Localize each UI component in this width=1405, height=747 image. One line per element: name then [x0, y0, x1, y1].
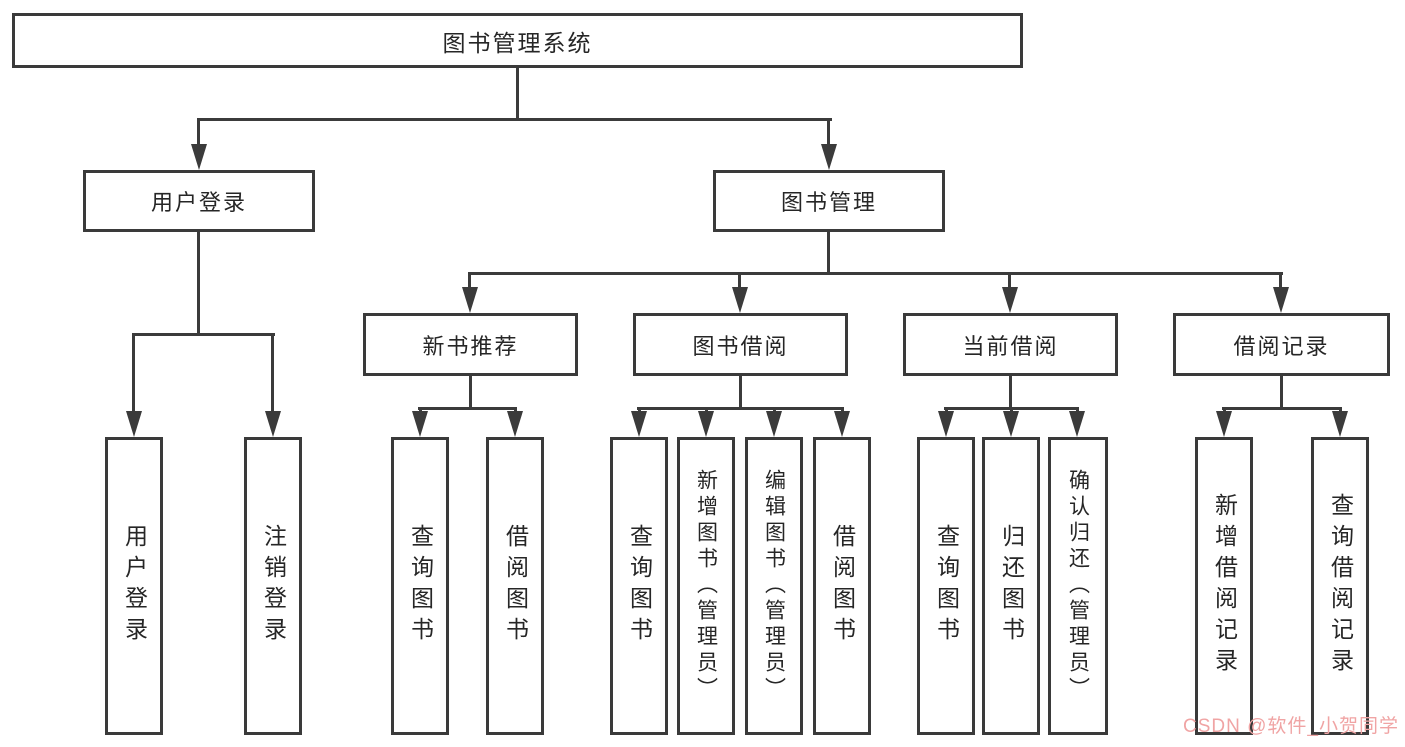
node-root-library-system: 图书管理系统 — [12, 13, 1023, 68]
node-borrow-records: 借阅记录 — [1173, 313, 1390, 376]
arrowhead-book-management — [821, 144, 837, 170]
arrowhead-l4-10 — [1216, 411, 1232, 437]
leaf-user-login: 用户登录 — [105, 437, 163, 735]
leaf-query-books-borrow: 查询图书 — [610, 437, 668, 735]
leaf-confirm-return-admin: 确认归还（管理员） — [1048, 437, 1108, 735]
connector-drop-l4-10 — [1223, 407, 1226, 413]
connector-drop-new-book — [468, 272, 471, 289]
arrowhead-l4-1 — [412, 411, 428, 437]
arrowhead-l4-7 — [938, 411, 954, 437]
connector-drop-l4-7 — [945, 407, 948, 413]
connector-recommend-stem — [469, 376, 472, 410]
arrowhead-user-login — [191, 144, 207, 170]
leaf-return-books-label: 归还图书 — [998, 524, 1025, 648]
connector-borrow-records-stem — [1280, 376, 1283, 410]
leaf-logout-login-label: 注销登录 — [260, 524, 287, 648]
arrowhead-current-borrow — [1002, 287, 1018, 313]
csdn-watermark: CSDN @软件_小贺同学 — [1183, 716, 1399, 737]
connector-drop-l4-2 — [514, 407, 517, 413]
leaf-borrow-books-recommend: 借阅图书 — [486, 437, 544, 735]
leaf-borrow-books-borrow: 借阅图书 — [813, 437, 871, 735]
leaf-borrow-books-borrow-label: 借阅图书 — [829, 524, 856, 648]
leaf-query-books-current-label: 查询图书 — [933, 524, 960, 648]
node-current-borrow-label: 当前借阅 — [962, 333, 1059, 359]
connector-drop-book-borrow — [738, 272, 741, 289]
leaf-confirm-return-admin-label: 确认归还（管理员） — [1066, 469, 1090, 703]
arrowhead-l4-8 — [1003, 411, 1019, 437]
leaf-query-borrow-record-label: 查询借阅记录 — [1327, 493, 1354, 679]
connector-borrow-records-branch — [1222, 407, 1342, 410]
arrowhead-l4-2 — [507, 411, 523, 437]
connector-drop-user-login — [197, 118, 200, 146]
leaf-query-books-recommend-label: 查询图书 — [407, 524, 434, 648]
node-new-book-recommend: 新书推荐 — [363, 313, 578, 376]
leaf-query-books-recommend: 查询图书 — [391, 437, 449, 735]
leaf-edit-books-admin: 编辑图书（管理员） — [745, 437, 803, 735]
connector-current-borrow-stem — [1009, 376, 1012, 410]
node-user-login: 用户登录 — [83, 170, 315, 232]
connector-book-management-stem — [827, 232, 830, 275]
leaf-borrow-books-recommend-label: 借阅图书 — [502, 524, 529, 648]
arrowhead-leaf-logout — [265, 411, 281, 437]
connector-drop-l4-6 — [841, 407, 844, 413]
connector-drop-l4-3 — [638, 407, 641, 413]
arrowhead-l4-5 — [766, 411, 782, 437]
leaf-logout-login: 注销登录 — [244, 437, 302, 735]
connector-book-borrow-branch — [637, 407, 844, 410]
leaf-add-books-admin-label: 新增图书（管理员） — [694, 469, 718, 703]
node-book-management: 图书管理 — [713, 170, 945, 232]
leaf-query-books-current: 查询图书 — [917, 437, 975, 735]
connector-drop-leaf-logout — [271, 333, 274, 413]
arrowhead-l4-3 — [631, 411, 647, 437]
arrowhead-book-borrow — [732, 287, 748, 313]
arrowhead-l4-11 — [1332, 411, 1348, 437]
node-borrow-records-label: 借阅记录 — [1233, 333, 1330, 359]
node-book-borrow-label: 图书借阅 — [692, 333, 789, 359]
arrowhead-l4-6 — [834, 411, 850, 437]
connector-drop-l4-8 — [1010, 407, 1013, 413]
connector-drop-l4-5 — [773, 407, 776, 413]
connector-drop-borrow-records — [1279, 272, 1282, 289]
connector-drop-book-management — [827, 118, 830, 146]
node-book-borrow: 图书借阅 — [633, 313, 848, 376]
connector-book-borrow-stem — [739, 376, 742, 410]
leaf-return-books: 归还图书 — [982, 437, 1040, 735]
node-current-borrow: 当前借阅 — [903, 313, 1118, 376]
connector-root-branch — [198, 118, 832, 121]
node-new-book-recommend-label: 新书推荐 — [422, 333, 519, 359]
connector-recommend-branch — [418, 407, 516, 410]
leaf-add-borrow-record: 新增借阅记录 — [1195, 437, 1253, 735]
connector-drop-leaf-user-login — [132, 333, 135, 413]
leaf-user-login-label: 用户登录 — [121, 524, 148, 648]
arrowhead-l4-9 — [1069, 411, 1085, 437]
connector-drop-current-borrow — [1008, 272, 1011, 289]
connector-user-login-branch — [132, 333, 275, 336]
arrowhead-l4-4 — [698, 411, 714, 437]
leaf-add-books-admin: 新增图书（管理员） — [677, 437, 735, 735]
node-user-login-label: 用户登录 — [150, 190, 247, 215]
arrowhead-new-book — [462, 287, 478, 313]
connector-root-stem — [516, 68, 519, 121]
leaf-edit-books-admin-label: 编辑图书（管理员） — [762, 469, 786, 703]
leaf-query-borrow-record: 查询借阅记录 — [1311, 437, 1369, 735]
connector-book-management-branch — [468, 272, 1283, 275]
connector-drop-l4-4 — [705, 407, 708, 413]
arrowhead-leaf-user-login — [126, 411, 142, 437]
connector-user-login-stem — [197, 232, 200, 336]
node-book-management-label: 图书管理 — [780, 190, 877, 215]
arrowhead-borrow-records — [1273, 287, 1289, 313]
leaf-query-books-borrow-label: 查询图书 — [626, 524, 653, 648]
node-root-label: 图书管理系统 — [442, 29, 593, 56]
connector-drop-l4-1 — [419, 407, 422, 413]
connector-drop-l4-11 — [1339, 407, 1342, 413]
connector-drop-l4-9 — [1076, 407, 1079, 413]
leaf-add-borrow-record-label: 新增借阅记录 — [1211, 493, 1238, 679]
